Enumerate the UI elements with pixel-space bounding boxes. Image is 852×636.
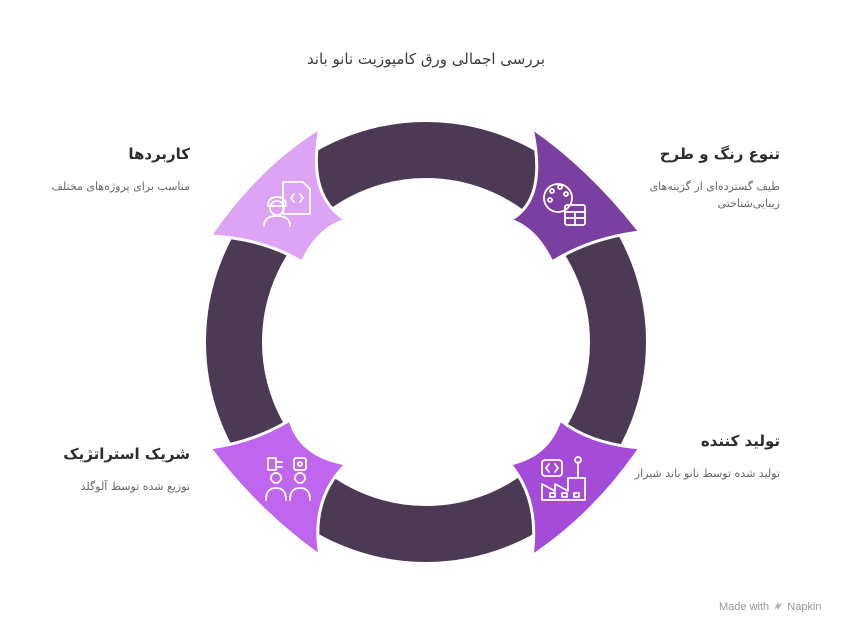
segment-bottom-right [507,417,643,560]
segment-description: مناسب برای پروژه‌های مختلف [51,180,191,193]
partners-icon [265,457,311,501]
segment-text-top-left: کاربردها مناسب برای پروژه‌های مختلف [30,145,191,195]
segment-text-bottom-right: تولید کننده تولید شده توسط نانو باند شیر… [600,432,780,482]
palette-icon [543,183,586,226]
segment-description: طیف گسترده‌ای از گزینه‌های زیبایی‌شناختی [649,180,780,210]
segment-heading: شریک استراتژیک [63,445,190,463]
segment-heading: تنوع رنگ و طرح [659,145,780,163]
segment-text-top-right: تنوع رنگ و طرح طیف گسترده‌ای از گزینه‌ها… [600,145,780,212]
segment-description: تولید شده توسط نانو باند شیراز [634,467,780,480]
segment-description: توزیع شده توسط آلوگلد [80,480,190,493]
napkin-brand: Napkin [787,601,822,613]
ring [206,122,646,562]
segment-text-bottom-left: شریک استراتژیک توزیع شده توسط آلوگلد [30,445,190,495]
napkin-logo-icon [774,602,783,610]
made-with-napkin[interactable]: Made with Napkin [719,600,822,613]
diagram-title: بررسی اجمالی ورق کامپوزیت نانو باند [306,50,546,68]
segment-heading: تولید کننده [700,432,780,450]
segment-top-left [207,124,350,265]
made-with-label: Made with [719,601,770,613]
engineer-icon [263,181,311,227]
segment-top-right [506,124,643,265]
factory-icon [541,456,586,501]
segment-heading: کاربردها [128,145,190,163]
